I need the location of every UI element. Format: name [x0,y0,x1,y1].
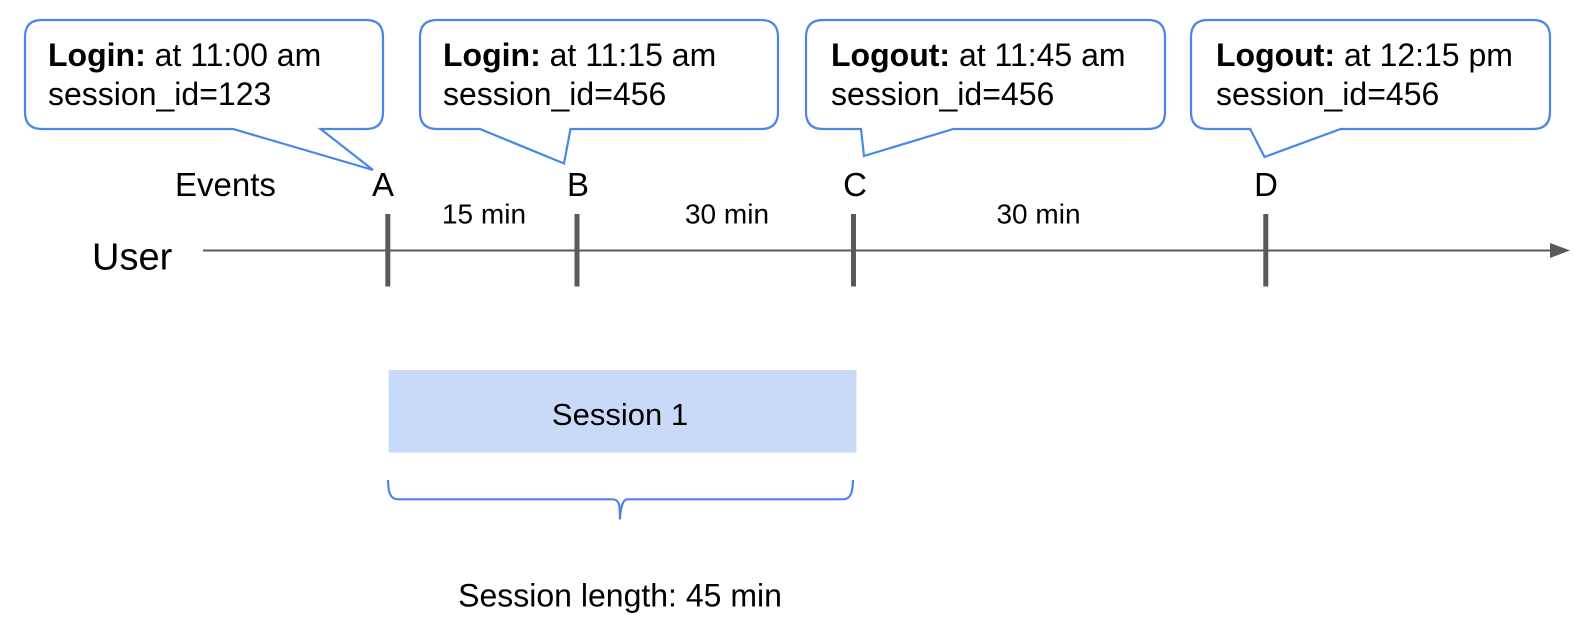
svg-text:Session 1: Session 1 [552,397,688,432]
svg-text:session_id=456: session_id=456 [1216,76,1439,112]
svg-text:Session length: 45 min: Session length: 45 min [458,578,782,614]
svg-text:A: A [372,166,394,203]
svg-text:session_id=456: session_id=456 [831,76,1054,112]
svg-text:B: B [567,166,589,203]
svg-text:Login: at 11:00 am: Login: at 11:00 am [48,37,321,73]
svg-text:Events: Events [175,166,276,203]
svg-text:D: D [1254,166,1278,203]
svg-text:Login: at 11:15 am: Login: at 11:15 am [443,37,716,73]
svg-text:15 min: 15 min [442,199,526,230]
svg-text:30 min: 30 min [996,199,1080,230]
svg-text:Logout: at 11:45 am: Logout: at 11:45 am [831,37,1126,73]
svg-text:session_id=456: session_id=456 [443,76,666,112]
svg-text:User: User [92,237,173,279]
svg-text:C: C [843,166,867,203]
svg-text:Logout: at 12:15 pm: Logout: at 12:15 pm [1216,37,1513,73]
svg-text:30 min: 30 min [685,199,769,230]
svg-text:session_id=123: session_id=123 [48,76,271,112]
